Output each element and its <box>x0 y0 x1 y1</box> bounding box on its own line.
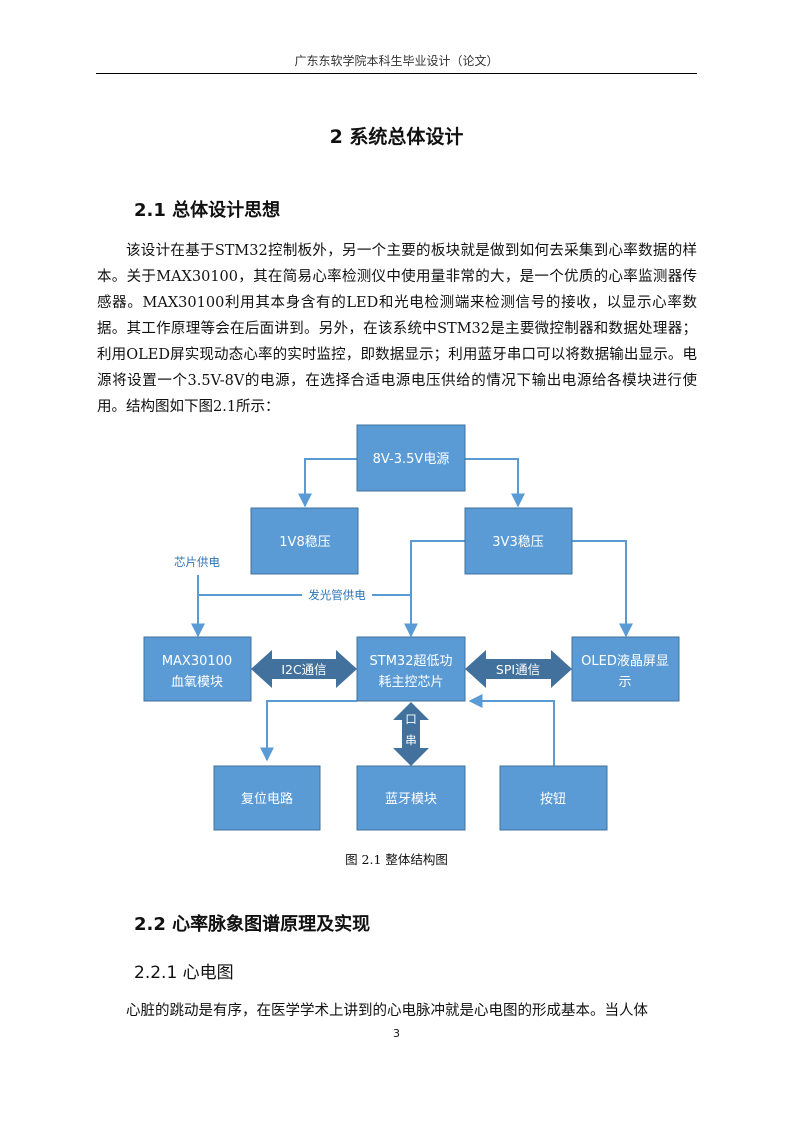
button-to-stm32-line <box>468 694 555 766</box>
block-bluetooth-label: 蓝牙模块 <box>385 792 437 807</box>
block-3v3-label: 3V3稳压 <box>492 534 543 550</box>
subsection-2-2-1-paragraph: 心脏的跳动是有序，在医学学术上讲到的心电脉冲就是心电图的形成基本。当人体 <box>126 1003 648 1019</box>
block-bluetooth: 蓝牙模块 <box>356 765 466 831</box>
block-stm32-label-2: 耗主控芯片 <box>378 675 443 690</box>
block-max30100-label-1: MAX30100 <box>162 654 232 669</box>
block-reset: 复位电路 <box>213 765 321 831</box>
section-title-2-2: 2.2 心率脉象图谱原理及实现 <box>134 914 371 935</box>
block-reset-label: 复位电路 <box>241 791 293 807</box>
section-2-1-paragraph: 该设计在基于STM32控制板外，另一个主要的板块就是做到如何去采集到心率数据的样… <box>97 243 697 415</box>
block-button-label: 按钮 <box>540 792 566 807</box>
structure-diagram: 8V-3.5V电源 1V8稳压 3V3稳压 MAX30100 血氧模块 STM3… <box>143 424 680 831</box>
block-stm32: STM32超低功 耗主控芯片 <box>356 636 466 702</box>
block-1v8: 1V8稳压 <box>250 507 359 575</box>
block-power-label: 8V-3.5V电源 <box>373 452 450 467</box>
i2c-label: I2C通信 <box>281 662 326 677</box>
block-oled: OLED液晶屏显 示 <box>571 636 680 702</box>
chapter-title: 2 系统总体设计 <box>329 126 464 148</box>
led-power-label: 发光管供电 <box>308 588 366 602</box>
page-number: 3 <box>393 1027 400 1040</box>
power-to-1v8-line <box>298 458 357 508</box>
block-1v8-label: 1V8稳压 <box>279 534 330 550</box>
i2c-arrow: I2C通信 <box>251 650 357 688</box>
section-title-2-1: 2.1 总体设计思想 <box>134 200 281 221</box>
3v3-to-stm32-line <box>404 540 465 638</box>
stm32-to-reset-line <box>260 700 357 762</box>
block-max30100-label-2: 血氧模块 <box>171 675 223 690</box>
subsection-title-2-2-1: 2.2.1 心电图 <box>134 963 234 983</box>
block-max30100: MAX30100 血氧模块 <box>143 636 252 702</box>
block-oled-label-2: 示 <box>618 675 631 690</box>
header-rule <box>96 73 697 74</box>
spi-label: SPI通信 <box>496 662 540 677</box>
block-stm32-label-1: STM32超低功 <box>370 654 453 669</box>
page-header: 广东东软学院本科生毕业设计（论文） <box>294 54 499 68</box>
serial-arrow: 口 串 <box>393 702 429 766</box>
serial-label-2: 串 <box>405 733 417 747</box>
block-3v3: 3V3稳压 <box>464 507 573 575</box>
3v3-to-oled-line <box>572 540 633 638</box>
figure-caption: 图 2.1 整体结构图 <box>345 852 448 867</box>
block-power: 8V-3.5V电源 <box>356 424 466 492</box>
spi-arrow: SPI通信 <box>465 650 572 688</box>
serial-label-1: 口 <box>405 712 417 726</box>
block-oled-label-1: OLED液晶屏显 <box>581 654 669 669</box>
block-button: 按钮 <box>499 765 608 831</box>
chip-power-label: 芯片供电 <box>174 555 220 569</box>
power-to-3v3-line <box>465 458 525 508</box>
